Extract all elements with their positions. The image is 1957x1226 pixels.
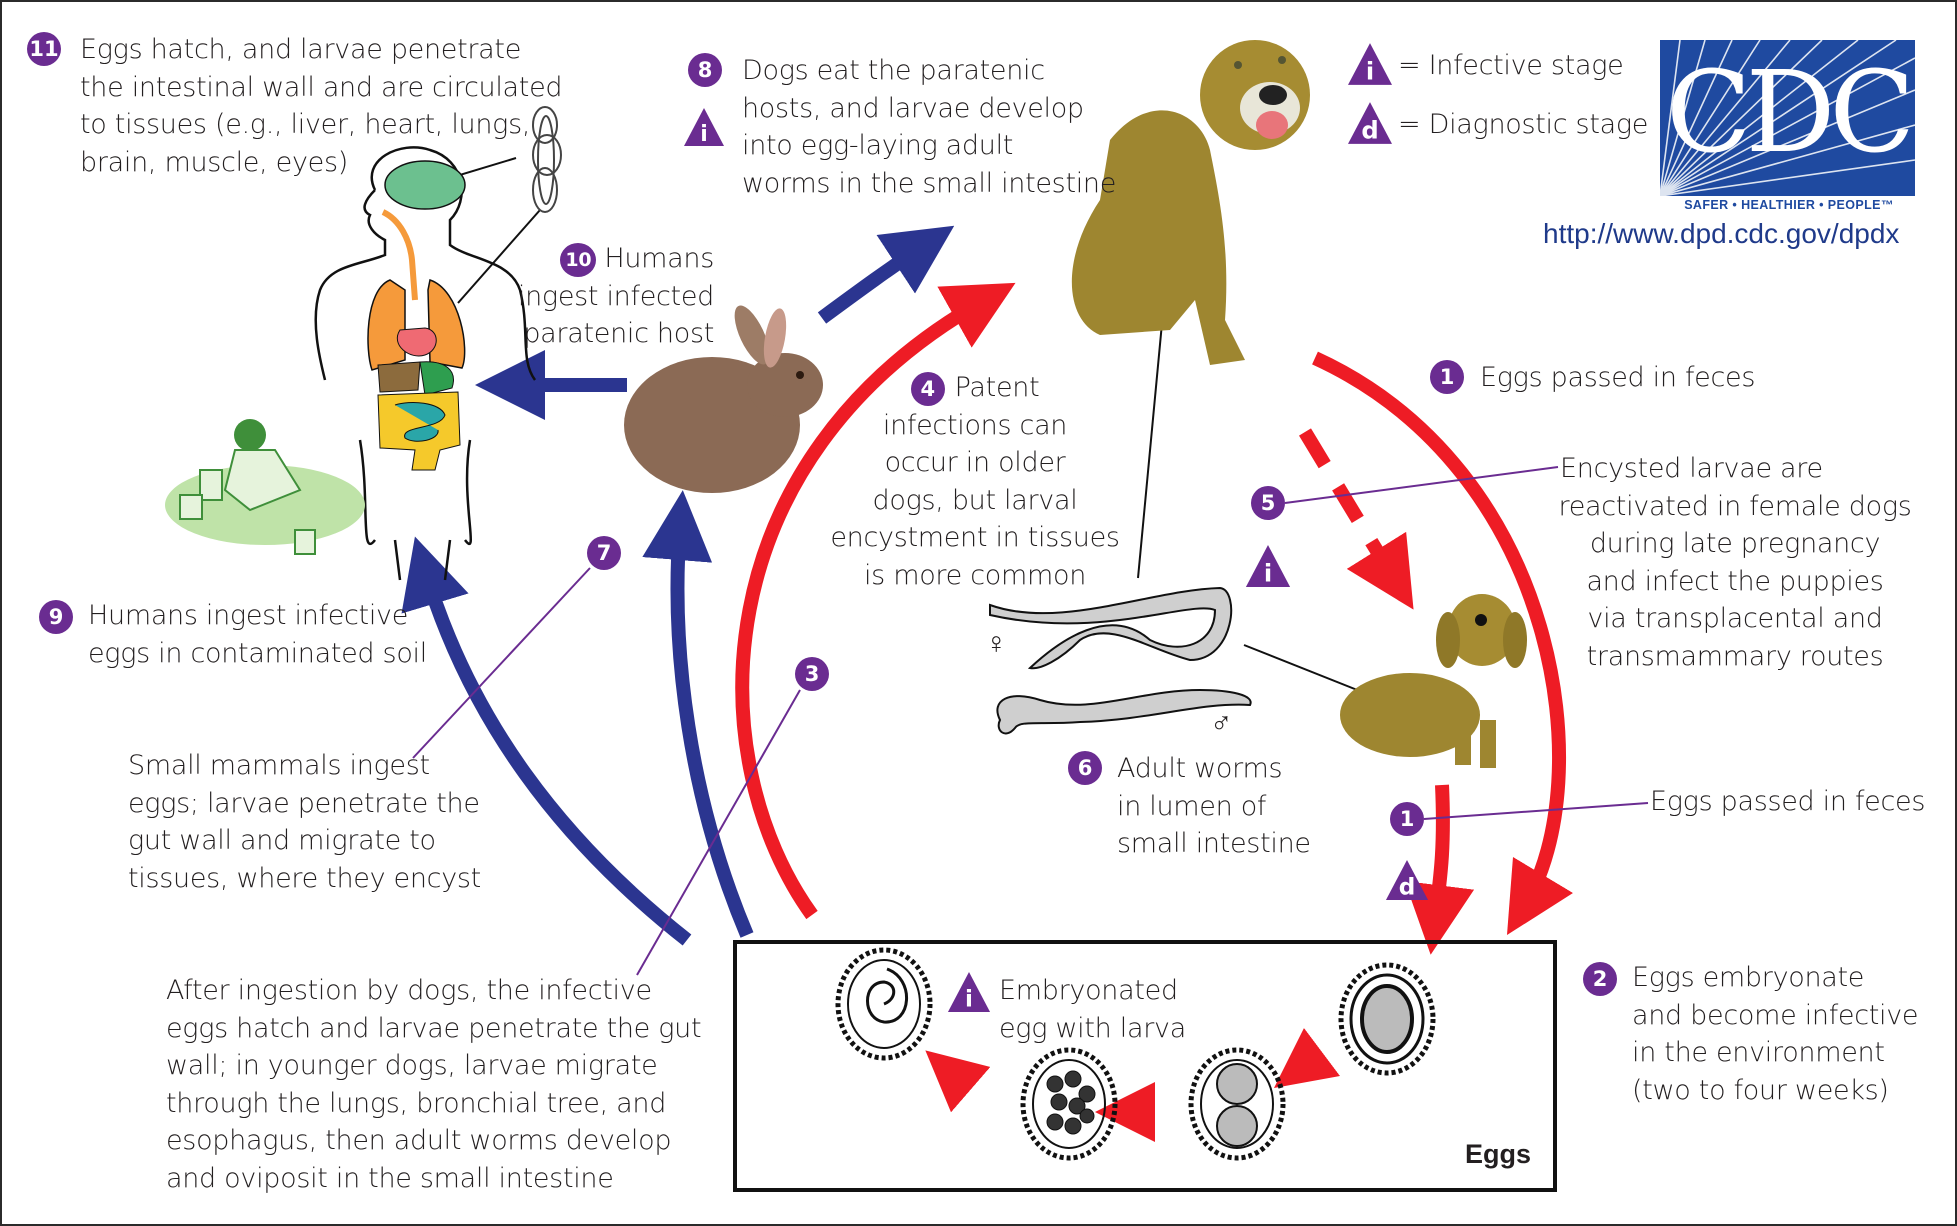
cdc-logo-rays	[1660, 40, 1915, 196]
svg-text:i: i	[965, 987, 973, 1012]
eggs-label: Eggs	[1464, 1139, 1531, 1169]
step-1b-text: Eggs passed in feces	[1650, 786, 1926, 817]
esophagus	[381, 209, 418, 301]
puppy-illustration	[1340, 594, 1527, 768]
arrow-egg-3-4	[925, 1050, 991, 1113]
leader-5	[1284, 466, 1559, 504]
female-worm	[989, 586, 1233, 670]
arrow-egg-1-2	[1274, 1028, 1340, 1088]
human-figure	[314, 146, 537, 581]
cdc-logo-text: CDC	[1665, 48, 1915, 178]
step-4-badge: 4	[910, 371, 945, 406]
step-2-text: Eggs embryonate and become infective in …	[1632, 962, 1919, 1106]
egg-stages	[835, 947, 1436, 1161]
step-5-infective-icon: i	[1245, 545, 1291, 587]
step-5-text: Encysted larvae are reactivated in femal…	[1558, 453, 1912, 672]
step-3-badge: 3	[795, 657, 829, 691]
heart	[397, 327, 437, 357]
svg-text:d: d	[1361, 116, 1378, 144]
step-9-badge: 9	[39, 600, 73, 634]
rabbit-illustration	[624, 305, 823, 493]
svg-text:d: d	[1399, 875, 1416, 900]
step-11-badge: 11	[27, 32, 61, 66]
step-3-text: After ingestion by dogs, the infective e…	[166, 975, 702, 1194]
svg-text:i: i	[1366, 57, 1374, 85]
leader-lung-larva	[457, 209, 541, 304]
larva-coil-icon	[532, 106, 562, 213]
arrow-eggs-to-dog	[735, 282, 1016, 920]
legend-infective-icon: i	[1348, 42, 1392, 86]
egg-morula-icon	[1020, 1047, 1118, 1161]
liver	[377, 361, 421, 393]
arrow-eggs-to-rabbit	[642, 490, 754, 938]
leader-1b	[1423, 802, 1649, 820]
step-8-text: Dogs eat the paratenic hosts, and larvae…	[742, 55, 1117, 199]
infective-stage-icon: i	[684, 108, 724, 146]
step-1-badge: 1	[1430, 360, 1464, 394]
legend-diagnostic-label: = Diagnostic stage	[1398, 109, 1649, 140]
step-5-badge: 5	[1251, 486, 1285, 520]
small-intestine	[394, 402, 446, 442]
brain	[384, 160, 466, 210]
embryonated-infective-icon: i	[947, 972, 991, 1012]
svg-text:i: i	[1264, 558, 1272, 587]
step-1-text: Eggs passed in feces	[1480, 362, 1756, 393]
adult-dog-illustration	[1071, 40, 1310, 365]
legend-infective-label: = Infective stage	[1398, 50, 1624, 81]
male-worm	[996, 688, 1252, 735]
child-in-soil	[165, 419, 365, 555]
step-8-badge: 8	[688, 53, 722, 87]
step-6-text: Adult worms in lumen of small intestine	[1117, 753, 1311, 859]
arrow-rabbit-to-dog	[817, 225, 955, 324]
step-6-badge: 6	[1068, 751, 1102, 785]
arrow-dog-to-eggs	[1312, 351, 1574, 936]
egg-larva-icon	[835, 947, 933, 1061]
arrow-eggs-to-human	[401, 536, 692, 946]
arrow-dog-to-puppy-dashed	[1299, 428, 1414, 610]
leader-3	[636, 689, 801, 976]
male-symbol: ♂	[1210, 706, 1233, 741]
egg-unembryonated-icon	[1338, 962, 1436, 1076]
adult-worms-illustration	[989, 586, 1252, 735]
step-9-text: Humans ingest infective eggs in contamin…	[88, 600, 427, 669]
cdc-tagline: SAFER • HEALTHIER • PEOPLE™	[1684, 198, 1894, 212]
step-11-text: Eggs hatch, and larvae penetrate the int…	[80, 34, 563, 178]
step-7-badge: 7	[587, 536, 621, 570]
legend-diagnostic-icon: d	[1348, 101, 1392, 145]
lung-left	[367, 279, 406, 371]
lung-right	[427, 279, 466, 369]
egg-two-cell-icon	[1188, 1047, 1286, 1161]
step-1b-badge: 1	[1390, 802, 1424, 836]
step-7-text: Small mammals ingest eggs; larvae penetr…	[128, 750, 481, 894]
female-symbol: ♀	[985, 626, 1008, 661]
step-2-badge: 2	[1583, 962, 1617, 996]
cdc-logo: CDC	[1660, 40, 1915, 196]
arrow-puppy-to-eggs	[1404, 784, 1475, 955]
stomach	[419, 361, 454, 396]
diagnostic-stage-icon: d	[1385, 860, 1429, 900]
eggs-box: i Embryonated egg with larva Eggs	[733, 940, 1557, 1192]
embryonated-egg-label: Embryonated egg with larva	[999, 975, 1186, 1044]
source-url[interactable]: http://www.dpd.cdc.gov/dpdx	[1543, 218, 1900, 249]
svg-text:i: i	[700, 122, 708, 146]
step-10-badge: 10	[560, 242, 597, 277]
leader-7	[412, 567, 591, 759]
